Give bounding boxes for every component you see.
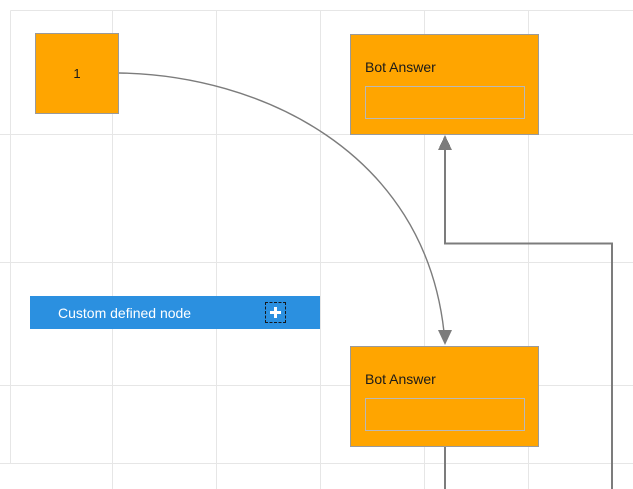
node-index-label: 1: [73, 66, 81, 81]
custom-defined-node-label: Custom defined node: [58, 304, 192, 321]
node-content-slot[interactable]: [365, 398, 525, 431]
node-1[interactable]: 1: [35, 33, 119, 114]
node-bot-answer-1[interactable]: Bot Answer: [350, 34, 539, 135]
node-bot-answer-2[interactable]: Bot Answer: [350, 346, 539, 447]
node-content-slot[interactable]: [365, 86, 525, 119]
node-title: Bot Answer: [365, 59, 436, 75]
node-title: Bot Answer: [365, 371, 436, 387]
plus-icon[interactable]: [265, 302, 286, 323]
custom-defined-node-button[interactable]: Custom defined node: [30, 296, 320, 329]
